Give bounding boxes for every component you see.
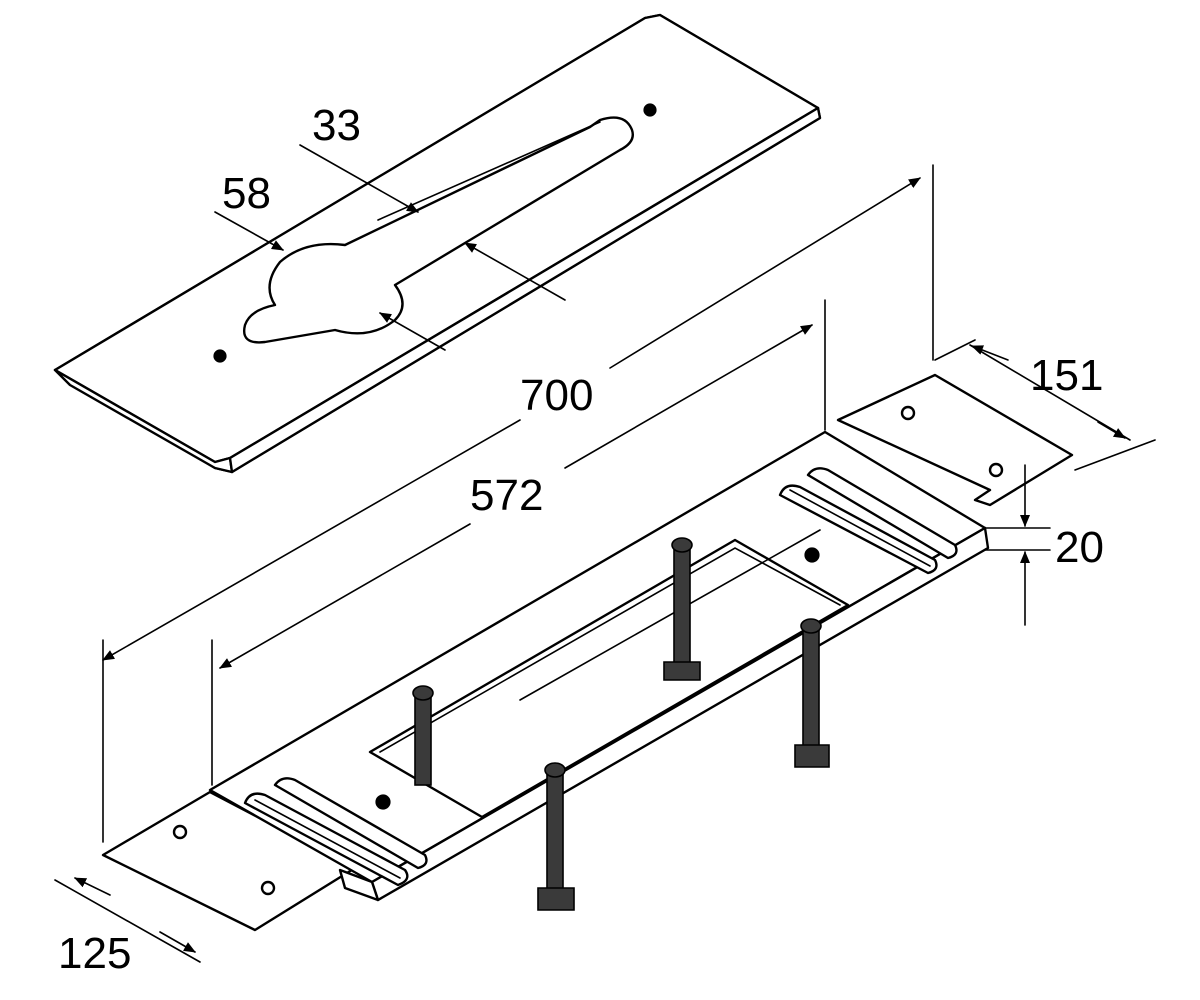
frame-hole-right [804,547,820,563]
label-33: 33 [312,101,361,150]
bolt-2 [412,685,434,786]
dim-572-line-right [564,324,813,469]
left-plate-hole-2 [260,880,276,896]
mounting-frame [101,373,1074,932]
right-plate-hole-2 [988,462,1004,478]
frame-hole-left [375,794,391,810]
label-700: 700 [520,371,593,420]
dim-572-line-left [219,523,471,669]
dim-125-arrow-1 [74,877,111,896]
dim-125-arrow-2 [159,931,196,953]
dim-33-arrow-2 [464,242,566,301]
label-20: 20 [1055,523,1104,572]
right-ribs [778,467,958,575]
dim-700-line-left [102,419,521,661]
central-opening [368,538,850,819]
cover-plate [53,13,822,474]
bolt-4 [537,762,575,911]
dim-58-arrow [214,211,284,251]
cover-plate-side-edge [228,106,822,474]
keyhole-slot [243,116,634,344]
dim-151-ext-1 [934,339,976,361]
cover-hole-left [213,349,227,363]
label-58: 58 [222,169,271,218]
dim-151-arrow-1 [971,345,1009,361]
dimension-labels: 33 58 700 572 151 20 125 [58,101,1104,978]
frame-end-face [338,868,380,902]
frame-rail-line [519,529,821,701]
dimension-lines [54,144,1156,963]
dim-151-line [969,344,1131,441]
right-plate-hole-1 [900,405,916,421]
dim-151-ext-2 [1074,439,1156,471]
label-572: 572 [470,471,543,520]
dim-58-arrow-2 [379,312,446,351]
right-end-plate [836,373,1074,507]
left-plate-hole-1 [172,824,188,840]
cover-hole-right [643,103,657,117]
dim-151-arrow-2 [1097,421,1126,439]
opening-inner-edge [379,547,841,753]
label-125: 125 [58,929,131,978]
dim-700-line-right [609,177,921,369]
bolt-3 [794,618,830,768]
dim-33-arrow [299,144,419,213]
bolts [412,537,830,911]
left-ribs [243,777,428,887]
label-151: 151 [1030,351,1103,400]
dim-125-line [54,879,201,963]
bolt-1 [663,537,701,681]
